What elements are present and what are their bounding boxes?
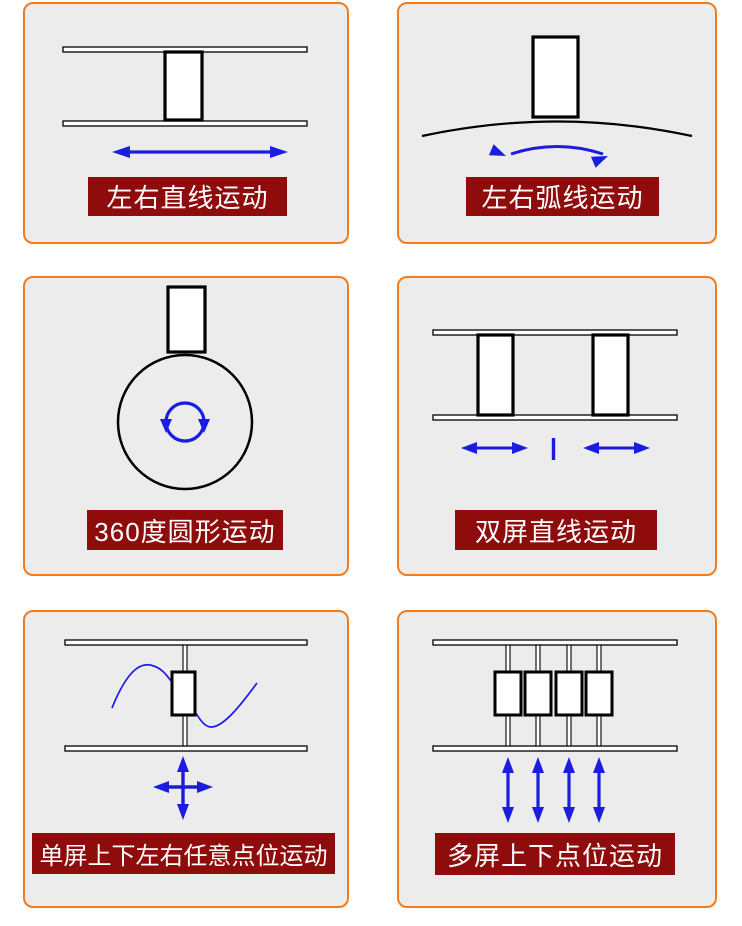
motion-label-banner: 单屏上下左右任意点位运动 [32, 833, 335, 874]
motion-label-banner: 双屏直线运动 [455, 510, 657, 550]
diagram-single-any-point [64, 639, 308, 820]
panel-single-any-point: 单屏上下左右任意点位运动 [23, 610, 349, 908]
rotation-circle-arrow-icon [160, 401, 210, 443]
horizontal-double-arrow-icon [112, 146, 288, 158]
motion-label-banner: 多屏上下点位运动 [435, 833, 675, 875]
arc-rail [421, 120, 693, 138]
four-vertical-double-arrow-icon [502, 757, 605, 823]
screen-assembly-1 [493, 644, 523, 747]
top-rail [64, 639, 308, 646]
dual-horizontal-double-arrow-icon [461, 438, 650, 460]
panel-left-right-linear: 左右直线运动 [23, 2, 349, 244]
screen-assembly-3 [554, 644, 584, 747]
screen-carriage [170, 670, 197, 717]
rotation-disc [116, 353, 254, 491]
bottom-rail [62, 120, 308, 127]
motion-label-banner: 360度圆形运动 [87, 510, 283, 550]
screen-carriage [531, 35, 580, 119]
panel-circular-360: 360度圆形运动 [23, 276, 349, 576]
screen-carriage-right [591, 333, 630, 417]
arc-double-arrow-icon [488, 144, 608, 168]
motion-label-banner: 左右直线运动 [88, 177, 287, 216]
diagram-dual-screen-linear [432, 329, 678, 460]
bottom-rail [432, 414, 678, 421]
panel-dual-screen-linear: 双屏直线运动 [397, 276, 717, 576]
cross-four-way-arrow-icon [153, 756, 213, 820]
screen-carriage [163, 50, 204, 122]
bottom-rail [64, 745, 308, 752]
motion-label-banner: 左右弧线运动 [466, 177, 659, 216]
screen-carriage-left [476, 333, 515, 417]
screen-carriage [166, 285, 207, 354]
panel-left-right-arc: 左右弧线运动 [397, 2, 717, 244]
diagram-left-right-arc [421, 35, 693, 168]
screen-assembly-2 [523, 644, 553, 747]
diagram-multi-up-down [432, 639, 678, 823]
diagram-left-right-linear [62, 46, 308, 158]
diagram-circular-360 [116, 285, 254, 491]
top-rail [432, 639, 678, 646]
top-rail [432, 329, 678, 336]
bottom-rail [432, 745, 678, 752]
panel-multi-up-down: 多屏上下点位运动 [397, 610, 717, 908]
screen-assembly-4 [584, 644, 614, 747]
